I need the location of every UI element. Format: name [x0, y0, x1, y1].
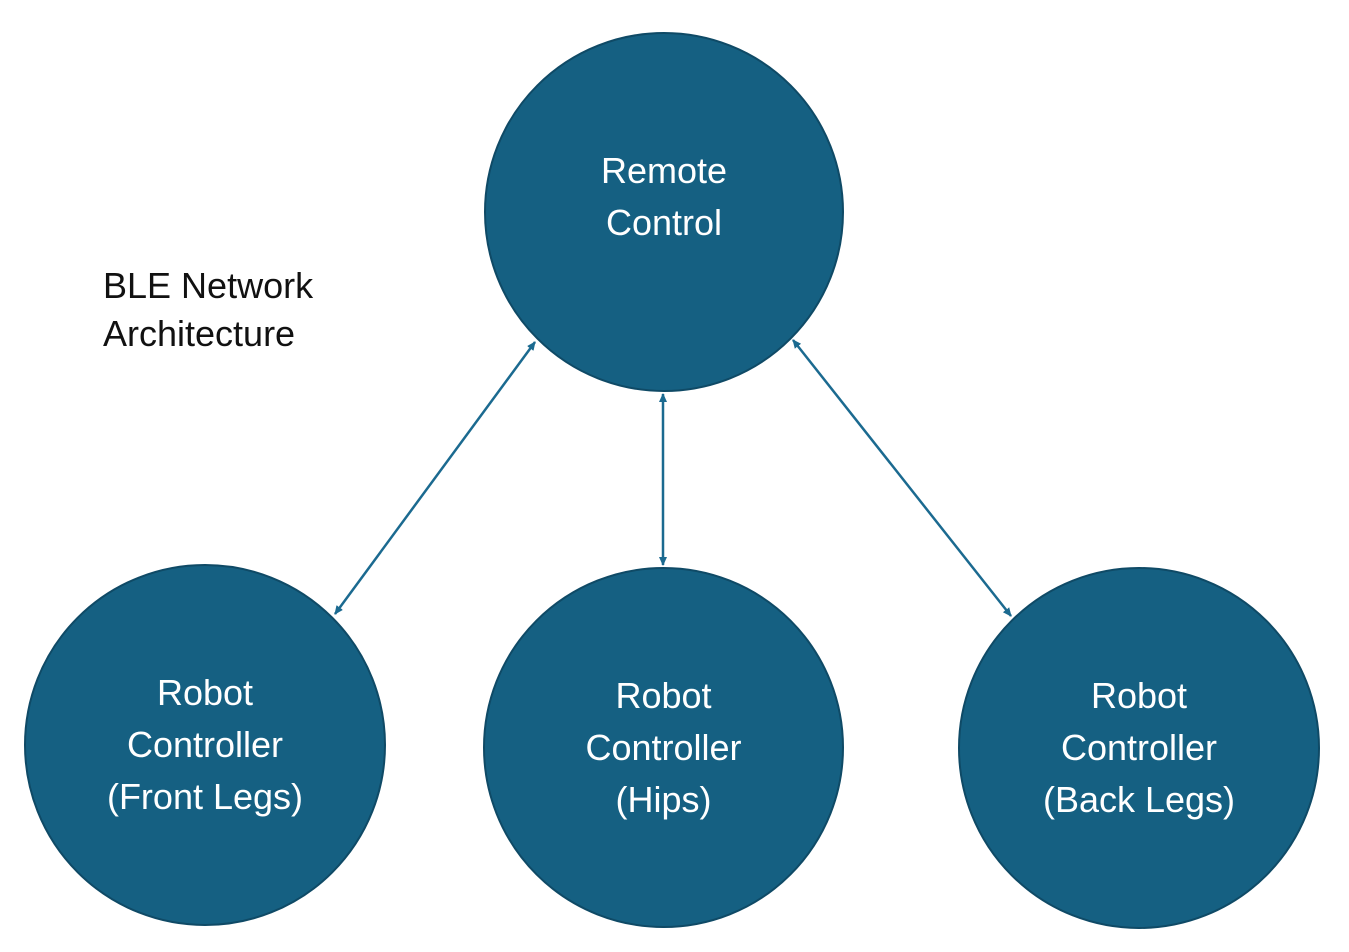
robot-controller-back-legs-label: Robot Controller (Back Legs)	[1043, 670, 1235, 826]
diagram-title: BLE Network Architecture	[103, 262, 313, 358]
robot-controller-back-legs-node: Robot Controller (Back Legs)	[958, 567, 1320, 929]
back-legs-label-line-3: (Back Legs)	[1042, 779, 1236, 820]
robot-controller-hips-label: Robot Controller (Hips)	[585, 670, 741, 826]
hips-label-line-3: (Hips)	[615, 778, 712, 820]
back-legs-label-line-2: Controller	[1060, 727, 1218, 768]
remote-control-label-line-1: Remote	[600, 150, 728, 191]
front-legs-label-line-1: Robot	[156, 672, 254, 713]
hips-label-line-1: Robot	[615, 674, 712, 716]
back-legs-label-line-1: Robot	[1090, 675, 1188, 716]
remote-control-label: Remote Control	[601, 145, 727, 249]
connection-remote-front-arrow	[333, 341, 537, 615]
remote-control-label-line-2: Control	[605, 202, 723, 243]
robot-controller-front-legs-label: Robot Controller (Front Legs)	[107, 667, 303, 823]
front-legs-label-line-2: Controller	[126, 724, 284, 765]
diagram-title-line-2: Architecture	[103, 313, 296, 354]
connection-remote-back-arrow	[792, 339, 1012, 617]
robot-controller-hips-node: Robot Controller (Hips)	[483, 567, 844, 928]
robot-controller-front-legs-node: Robot Controller (Front Legs)	[24, 564, 386, 926]
remote-control-node: Remote Control	[484, 32, 844, 392]
hips-label-line-2: Controller	[585, 726, 742, 768]
front-legs-label-line-3: (Front Legs)	[106, 776, 304, 817]
diagram-title-line-1: BLE Network	[103, 265, 314, 306]
